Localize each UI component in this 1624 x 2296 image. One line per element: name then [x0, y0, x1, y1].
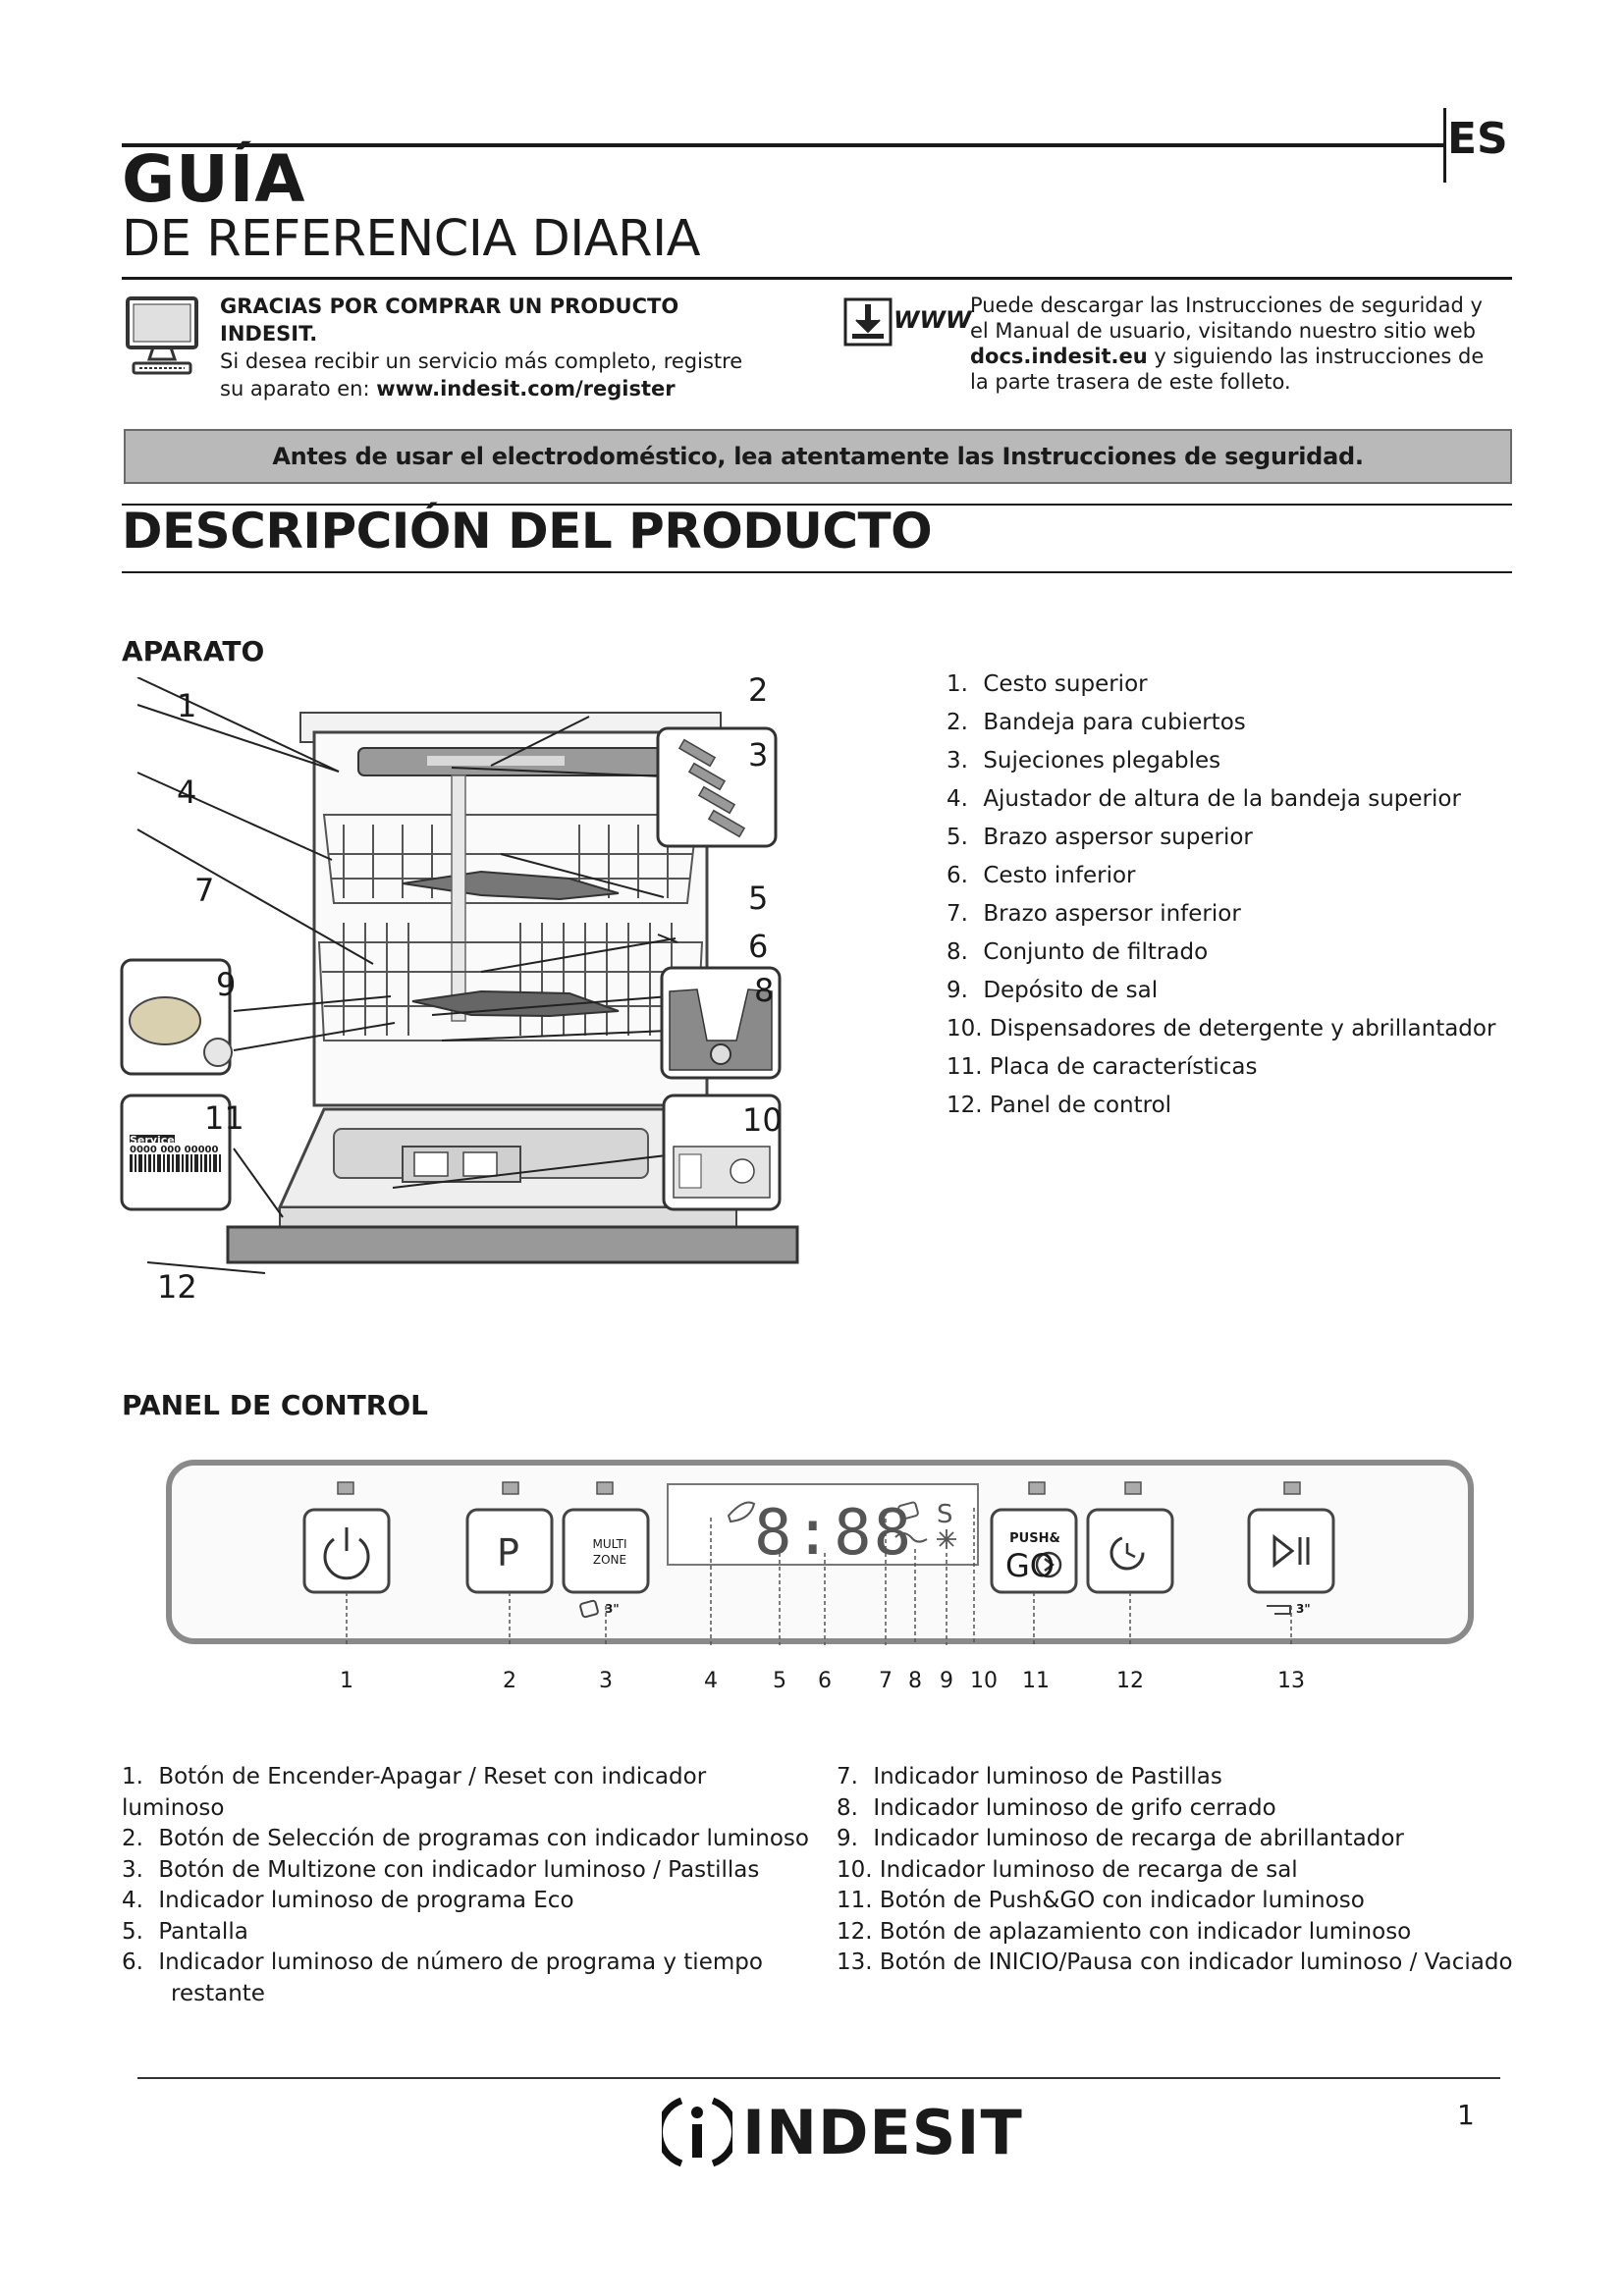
list-item: 7. Brazo aspersor inferior [947, 901, 1241, 927]
panel-callout-4: 4 [704, 1669, 718, 1693]
callout-11: 11 [204, 1099, 244, 1137]
list-item: 4. Indicador luminoso de programa Eco [122, 1888, 574, 1913]
panel-callout-11: 11 [1022, 1669, 1050, 1693]
download-block: Puede descargar las Instrucciones de seg… [970, 293, 1500, 395]
download-text: Puede descargar las Instrucciones de seg… [970, 294, 1483, 343]
appliance-parts-list: 1. Cesto superior 2. Bandeja para cubier… [947, 666, 1495, 1125]
header-top-rule [122, 143, 1445, 147]
list-item: 5. Pantalla [122, 1918, 248, 1945]
control-panel-illustration [166, 1460, 1474, 1645]
list-item: 9. Indicador luminoso de recarga de abri… [837, 1826, 1404, 1851]
list-item: 4. Ajustador de altura de la bandeja sup… [947, 786, 1461, 812]
monitor-icon [126, 296, 198, 375]
panel-callout-5: 5 [773, 1669, 786, 1693]
salt-symbol: S [937, 1500, 953, 1529]
header-lang-divider [1443, 108, 1446, 183]
panel-callout-13: 13 [1277, 1669, 1305, 1693]
multizone-label-1: MULTI [592, 1537, 627, 1551]
list-item: 10. Indicador luminoso de recarga de sal [837, 1856, 1298, 1883]
callout-4: 4 [177, 774, 197, 811]
thanks-heading: GRACIAS POR COMPRAR UN PRODUCTO INDESIT. [220, 294, 679, 346]
page-title: GUÍA [122, 141, 306, 217]
brand-name: INDESIT [742, 2096, 1023, 2168]
rating-plate-service: Service: [130, 1134, 180, 1147]
callout-3: 3 [748, 736, 769, 774]
panel-callout-7: 7 [879, 1669, 893, 1693]
panel-callout-10: 10 [970, 1669, 998, 1693]
panel-callout-2: 2 [503, 1669, 516, 1693]
program-button-label: P [497, 1531, 519, 1575]
register-link[interactable]: www.indesit.com/register [376, 377, 676, 400]
callout-10: 10 [742, 1101, 783, 1139]
safety-banner: Antes de usar el electrodoméstico, lea a… [124, 429, 1512, 484]
download-text-end: y siguiendo las instrucciones de la part… [970, 345, 1485, 394]
panel-callout-9: 9 [940, 1669, 953, 1693]
control-list-right: 7. Indicador luminoso de Pastillas 8. In… [837, 1762, 1543, 1979]
list-item: 8. Indicador luminoso de grifo cerrado [837, 1794, 1276, 1821]
list-item: 3. Sujeciones plegables [947, 748, 1221, 774]
dishwasher-illustration [120, 677, 799, 1274]
list-item: 6. Cesto inferior [947, 863, 1136, 888]
page-subtitle: DE REFERENCIA DIARIA [122, 210, 701, 268]
section-bottom-rule [122, 571, 1512, 573]
callout-7: 7 [194, 872, 215, 909]
list-item: 6. Indicador luminoso de número de progr… [122, 1949, 763, 1975]
callout-12: 12 [157, 1268, 197, 1306]
list-item: 2. Botón de Selección de programas con i… [122, 1826, 809, 1851]
list-item: 12. Botón de aplazamiento con indicador … [837, 1918, 1412, 1945]
list-item: 5. Brazo aspersor superior [947, 825, 1253, 850]
callout-1: 1 [177, 687, 197, 724]
download-icon [843, 297, 893, 347]
list-item: 1. Botón de Encender-Apagar / Reset con … [122, 1764, 707, 1821]
list-item: 10. Dispensadores de detergente y abrill… [947, 1016, 1496, 1041]
list-item: restante [171, 1980, 265, 2006]
panel-callout-12: 12 [1116, 1669, 1144, 1693]
www-label: WWW [893, 306, 972, 334]
panel-callout-3: 3 [599, 1669, 613, 1693]
title-bottom-rule [122, 277, 1512, 280]
docs-link[interactable]: docs.indesit.eu [970, 345, 1148, 368]
callout-8: 8 [754, 972, 775, 1009]
callout-9: 9 [216, 966, 237, 1003]
drain-hold-time: 3" [1296, 1602, 1311, 1616]
list-item: 1. Cesto superior [947, 671, 1148, 697]
language-code: ES [1447, 114, 1508, 164]
list-item: 3. Botón de Multizone con indicador lumi… [122, 1856, 760, 1883]
appliance-heading: APARATO [122, 635, 265, 667]
brand-logo: INDESIT [662, 2093, 1023, 2171]
section-top-rule [122, 504, 1512, 506]
list-item: 8. Conjunto de filtrado [947, 939, 1209, 965]
callout-2: 2 [748, 671, 769, 709]
section-title: DESCRIPCIÓN DEL PRODUCTO [122, 503, 933, 560]
panel-callout-1: 1 [340, 1669, 353, 1693]
list-item: 11. Botón de Push&GO con indicador lumin… [837, 1888, 1365, 1913]
control-list-left: 1. Botón de Encender-Apagar / Reset con … [122, 1762, 809, 2009]
multizone-label-2: ZONE [592, 1553, 627, 1567]
list-item: 7. Indicador luminoso de Pastillas [837, 1764, 1222, 1789]
list-item: 13. Botón de INICIO/Pausa con indicador … [837, 1949, 1513, 1975]
thanks-text: Si desea recibir un servicio más complet… [220, 349, 743, 400]
callout-5: 5 [748, 880, 769, 917]
list-item: 12. Panel de control [947, 1093, 1172, 1118]
list-item: 9. Depósito de sal [947, 978, 1159, 1003]
list-item: 11. Placa de características [947, 1054, 1258, 1080]
multizone-hold-time: 3" [605, 1602, 620, 1616]
panel-callout-6: 6 [818, 1669, 832, 1693]
callout-6: 6 [748, 928, 769, 965]
push-go-sub: GO [1005, 1547, 1055, 1584]
thanks-block: GRACIAS POR COMPRAR UN PRODUCTO INDESIT.… [220, 293, 770, 402]
control-panel-heading: PANEL DE CONTROL [122, 1389, 428, 1421]
list-item: 2. Bandeja para cubiertos [947, 710, 1246, 735]
page-number: 1 [1457, 2099, 1475, 2131]
display-digits: 8:88 [754, 1497, 914, 1570]
indesit-logo-icon [662, 2097, 732, 2167]
panel-callout-8: 8 [908, 1669, 922, 1693]
push-go-label: PUSH& [1009, 1531, 1060, 1546]
rating-plate-code: 0000 000 00000 [130, 1145, 219, 1155]
footer-rule [137, 2077, 1500, 2079]
